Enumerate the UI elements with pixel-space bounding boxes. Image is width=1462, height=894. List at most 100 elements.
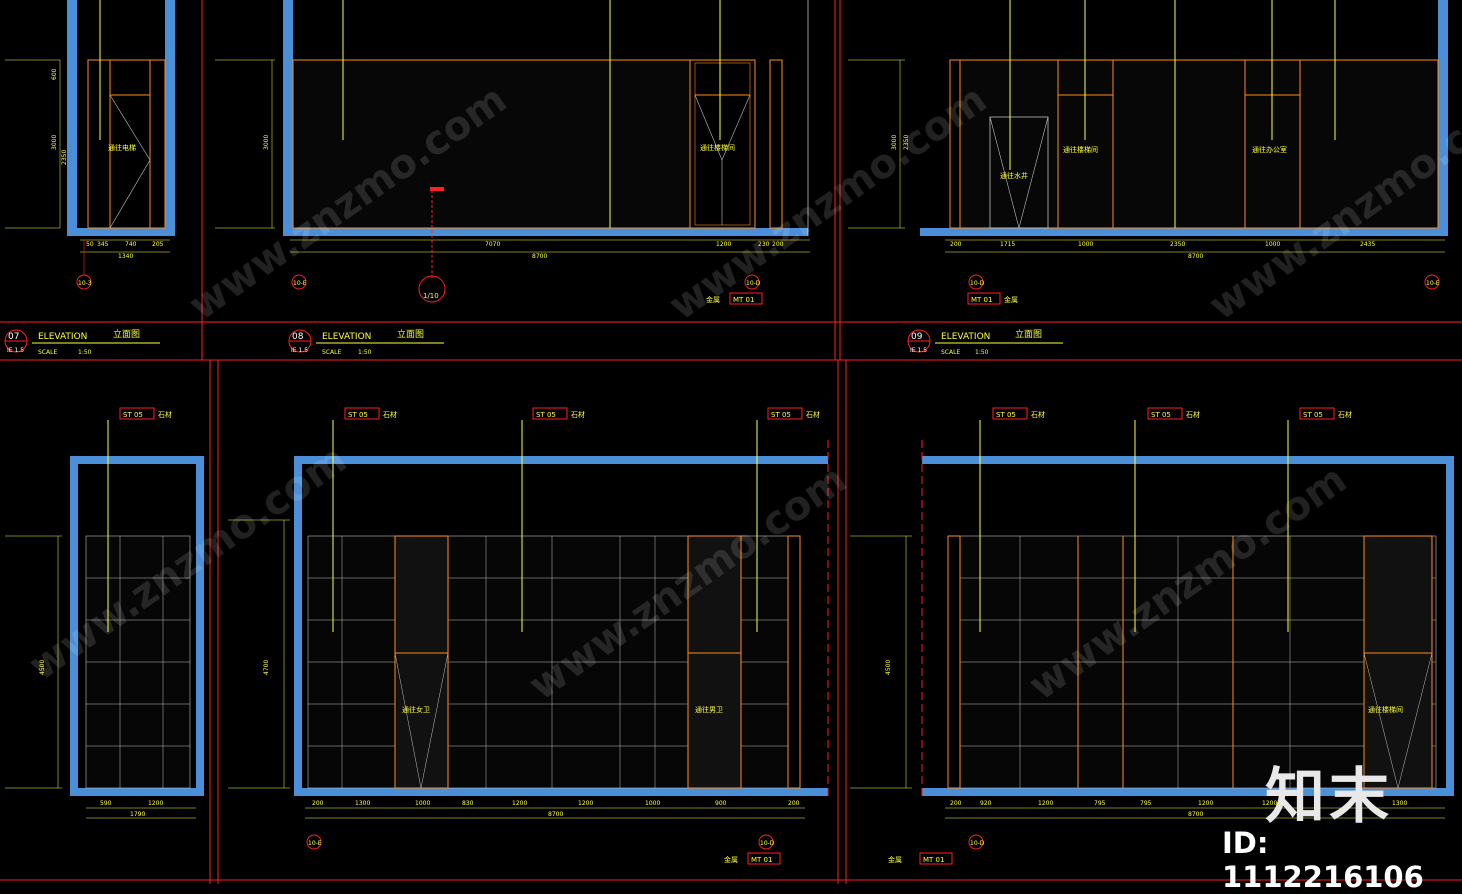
width-dim: 795 [1094, 800, 1106, 807]
view-title-cn: 立面图 [397, 328, 424, 340]
section-marker: 10-D [970, 840, 985, 847]
height-dim: 3000 [263, 135, 270, 150]
material-note: 石材 [1338, 410, 1352, 419]
width-dim: 1200 [1262, 800, 1277, 807]
width-dim: 1000 [1078, 241, 1093, 248]
sheet-ref: IE 1.5 [910, 347, 927, 354]
scale-label: SCALE [38, 349, 57, 356]
total-dim: 1340 [118, 253, 133, 260]
scale-value: 1:50 [78, 349, 92, 356]
height-dim: 3000 [891, 135, 898, 150]
material-note: 石材 [1031, 410, 1045, 419]
width-dim: 230 [758, 241, 770, 248]
width-dim: 1200 [1038, 800, 1053, 807]
width-dim: 200 [950, 241, 962, 248]
total-dim: 1790 [130, 811, 145, 818]
width-dim: 200 [950, 800, 962, 807]
title-block-08: 08 IE 1.5 ELEVATION 立面图 SCALE 1:50 [288, 328, 444, 356]
width-dim: 830 [462, 800, 474, 807]
section-marker: 10-E [293, 280, 307, 287]
material-tag: MT 01 [751, 856, 772, 864]
title-block-07: 07 IE 1.5 ELEVATION 立面图 SCALE 1:50 [4, 328, 160, 356]
material-tag: ST 05 [348, 411, 368, 419]
sheet-ref: IE 1.5 [291, 347, 308, 354]
view-title: ELEVATION [322, 332, 371, 342]
width-dim: 1000 [645, 800, 660, 807]
door-label: 通往女卫 [402, 705, 430, 714]
section-marker: 10-E [308, 840, 322, 847]
width-dim: 200 [788, 800, 800, 807]
section-marker: 10-D [760, 840, 775, 847]
material-note: 石材 [158, 410, 172, 419]
width-dim: 1000 [1265, 241, 1280, 248]
width-dim: 590 [100, 800, 112, 807]
width-dim: 740 [125, 241, 137, 248]
material-note: 石材 [571, 410, 585, 419]
view-number: 07 [8, 332, 19, 342]
material-note: 石材 [1186, 410, 1200, 419]
brand-logo: 知末 [1265, 762, 1393, 832]
scale-value: 1:50 [358, 349, 372, 356]
width-dim: 1200 [716, 241, 731, 248]
width-dim: 200 [312, 800, 324, 807]
total-dim: 8700 [532, 253, 547, 260]
elevation-bottom-left: ST 05 石材 4500 590 1200 1790 [5, 407, 204, 819]
height-dim: 4500 [885, 660, 892, 675]
material-tag: ST 05 [771, 411, 791, 419]
material-tag: ST 05 [1303, 411, 1323, 419]
width-dim: 2435 [1360, 241, 1375, 248]
width-dim: 1200 [1198, 800, 1213, 807]
width-dim: 1300 [1392, 800, 1407, 807]
width-dim: 920 [980, 800, 992, 807]
section-marker: 10-E [1426, 280, 1440, 287]
door-label: 通往电梯 [108, 143, 136, 152]
width-dim: 205 [152, 241, 164, 248]
elevation-bottom-right: ST 05 石材 ST 05 石材 ST 05 石材 通往楼梯间 4500 87… [850, 407, 1454, 865]
width-dim: 900 [715, 800, 727, 807]
height-dim: 600 [51, 68, 58, 80]
elevation-bottom-middle: ST 05 石材 ST 05 石材 ST 05 石材 通往女卫 通往男卫 470… [228, 407, 829, 865]
material-note: 金属 [706, 295, 720, 304]
total-dim: 8700 [548, 811, 563, 818]
material-tag: ST 05 [1151, 411, 1171, 419]
section-marker: 10-D [970, 280, 985, 287]
material-note: 石材 [383, 410, 397, 419]
height-dim: 4700 [263, 660, 270, 675]
scale-label: SCALE [322, 349, 341, 356]
material-tag: ST 05 [123, 411, 143, 419]
width-dim: 795 [1140, 800, 1152, 807]
door-label: 通往楼梯间 [700, 143, 735, 152]
height-dim: 2350 [61, 150, 68, 165]
door-label: 通往楼梯间 [1063, 145, 1098, 154]
material-tag: ST 05 [996, 411, 1016, 419]
material-tag: MT 01 [971, 296, 992, 304]
material-note: 金属 [1004, 295, 1018, 304]
material-note: 金属 [888, 855, 902, 864]
width-dim: 1200 [578, 800, 593, 807]
view-title-cn: 立面图 [113, 328, 140, 340]
elevation-08: 通往楼梯间 3000 7070 1200 230 200 8700 10-E 1… [215, 0, 810, 305]
title-block-09: 09 IE 1.5 ELEVATION 立面图 SCALE 1:50 [907, 328, 1063, 356]
width-dim: 1000 [415, 800, 430, 807]
width-dim: 345 [97, 241, 109, 248]
material-tag: MT 01 [923, 856, 944, 864]
view-number: 08 [292, 332, 304, 342]
section-marker: 10-3 [78, 280, 92, 287]
sheet-ref: IE 1.5 [7, 347, 24, 354]
width-dim: 1300 [355, 800, 370, 807]
door-label: 通往男卫 [695, 705, 723, 714]
width-dim: 50 [86, 241, 94, 248]
door-label: 通往办公室 [1252, 145, 1287, 154]
material-note: 石材 [806, 410, 820, 419]
view-number: 09 [911, 332, 923, 342]
width-dim: 1200 [148, 800, 163, 807]
view-title: ELEVATION [941, 332, 990, 342]
door-label: 通往水井 [1000, 171, 1028, 180]
width-dim: 1200 [512, 800, 527, 807]
material-tag: MT 01 [733, 296, 754, 304]
detail-marker: 1/10 [423, 292, 439, 300]
width-dim: 7070 [485, 241, 500, 248]
material-note: 金属 [724, 855, 738, 864]
elevation-07: 通往电梯 600 3000 2350 50 345 740 205 1340 1… [5, 0, 175, 290]
